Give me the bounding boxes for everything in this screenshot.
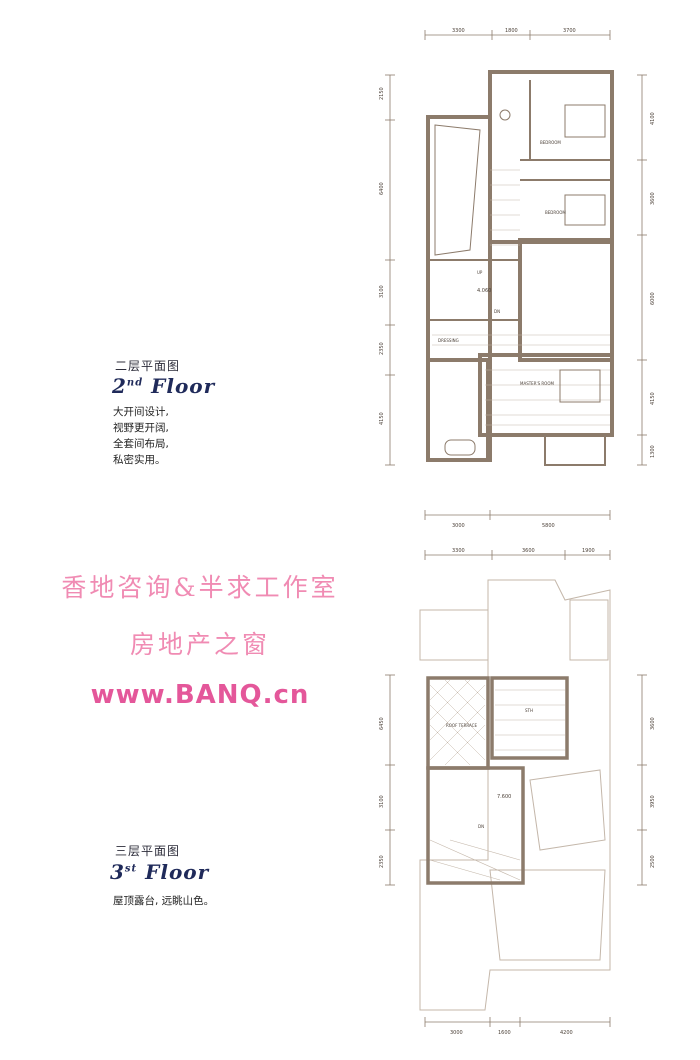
desc-line: 屋顶露台, 远眺山色。 (113, 895, 215, 907)
dim-top-2: 1800 (505, 28, 518, 34)
dim-top-2: 3600 (522, 548, 535, 554)
dim-left-3: 2350 (379, 855, 385, 868)
dim-bottom-1: 3000 (450, 1030, 463, 1036)
floor-word: Floor (151, 374, 216, 398)
level-mark: 4.060 (477, 288, 491, 294)
dim-top-3: 3700 (563, 28, 576, 34)
level-mark: 7.600 (497, 794, 511, 800)
second-floor-cn-title: 二层平面图 (115, 359, 181, 373)
desc-line: 视野更开阔, (113, 422, 169, 434)
floor-number: 3 (110, 860, 125, 884)
room-label-bedroom-1: BEDROOM (540, 140, 561, 145)
dim-left-2: 6400 (379, 182, 385, 195)
dim-left-3: 3100 (379, 285, 385, 298)
floor-ordinal: st (124, 863, 138, 875)
dim-bottom-3: 4200 (560, 1030, 573, 1036)
room-label-master-room: MASTER'S ROOM (520, 381, 554, 386)
watermark-line-1: 香地咨询&半求工作室 (61, 573, 339, 602)
watermark-line-2: 房地产之窗 (129, 630, 270, 659)
dim-left-1: 6450 (379, 717, 385, 730)
floor-number: 2 (112, 374, 127, 398)
dim-top-1: 3300 (452, 28, 465, 34)
dim-bottom-2: 1600 (498, 1030, 511, 1036)
dim-left-5: 4150 (379, 412, 385, 425)
stair-down-label: DN (494, 309, 500, 314)
desc-line: 全套间布局, (113, 438, 169, 450)
dim-bottom-2: 5800 (542, 523, 555, 529)
third-floor-en-title: 3st Floor (110, 860, 209, 884)
second-floor-plan: BEDROOM BEDROOM DRESSING MASTER'S ROOM 4… (379, 28, 656, 529)
dim-right-5: 1300 (650, 445, 656, 458)
dim-right-2: 3600 (650, 192, 656, 205)
dim-left-2: 3100 (379, 795, 385, 808)
room-label-sth: STH (525, 708, 533, 713)
room-label-dressing: DRESSING (438, 338, 459, 343)
third-floor-cn-title: 三层平面图 (115, 844, 181, 858)
floor-word: Floor (145, 860, 210, 884)
second-floor-description: 大开间设计, 视野更开阔, 全套间布局, 私密实用。 (113, 404, 169, 468)
dim-right-4: 4150 (650, 392, 656, 405)
second-floor-en-title: 2nd Floor (112, 374, 215, 398)
third-floor-plan: ROOF TERRACE STH 7.600 DN 3300 3600 1900… (379, 548, 656, 1036)
watermark-url: www.BANQ.cn (90, 680, 310, 710)
room-label-roof-terrace: ROOF TERRACE (446, 723, 477, 728)
dim-bottom-1: 3000 (452, 523, 465, 529)
stair-up-label: UP (477, 270, 483, 275)
stair-down-label: DN (478, 824, 484, 829)
dim-right-3: 2500 (650, 855, 656, 868)
desc-line: 大开间设计, (113, 406, 169, 418)
room-label-bedroom-2: BEDROOM (545, 210, 566, 215)
dim-right-3: 6000 (650, 292, 656, 305)
dim-right-1: 4100 (650, 112, 656, 125)
dim-left-4: 2350 (379, 342, 385, 355)
dim-left-1: 2150 (379, 87, 385, 100)
desc-line: 私密实用。 (113, 454, 166, 466)
dim-right-1: 3600 (650, 717, 656, 730)
floor-ordinal: nd (126, 377, 144, 389)
dim-right-2: 3950 (650, 795, 656, 808)
third-floor-description: 屋顶露台, 远眺山色。 (113, 893, 214, 909)
dim-top-1: 3300 (452, 548, 465, 554)
dim-top-3: 1900 (582, 548, 595, 554)
